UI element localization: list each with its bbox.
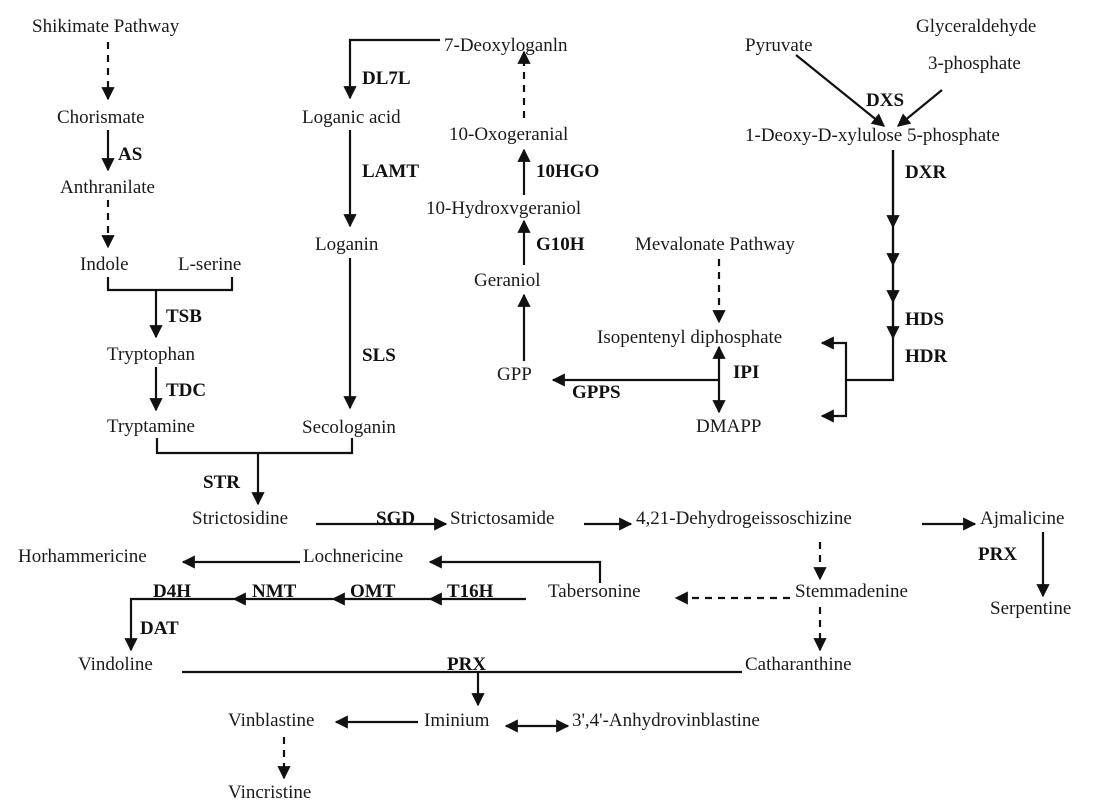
node-vincristine: Vincristine — [228, 782, 311, 803]
node-pyruvate: Pyruvate — [745, 35, 813, 56]
arrow-hdr-to-dmapp — [820, 380, 848, 423]
enzyme-sls: SLS — [362, 345, 396, 366]
node-shikimate-pathway: Shikimate Pathway — [32, 16, 180, 37]
node-loganic-acid: Loganic acid — [302, 107, 401, 128]
node-gpp: GPP — [497, 364, 532, 385]
node-tryptophan: Tryptophan — [107, 344, 195, 365]
enzyme-sgd: SGD — [376, 508, 415, 529]
node-geraniol: Geraniol — [474, 270, 540, 291]
enzyme-lamt: LAMT — [362, 161, 419, 182]
node-ajmalicine: Ajmalicine — [980, 508, 1064, 529]
node-glyceraldehyde: Glyceraldehyde — [916, 16, 1036, 37]
node-stemmadenine: Stemmadenine — [795, 581, 908, 602]
bracket-indole-l-serine — [106, 277, 234, 292]
enzyme-dxs: DXS — [866, 90, 904, 111]
enzyme-omt: OMT — [350, 581, 396, 602]
enzyme-tsb: TSB — [166, 306, 202, 327]
node-10-oxogeranial: 10-Oxogeranial — [449, 124, 568, 145]
enzyme-hds: HDS — [905, 309, 944, 330]
reaction-arrows — [101, 38, 1050, 780]
enzyme-prx-ajmalicine: PRX — [978, 544, 1017, 565]
node-iminium: Iminium — [424, 710, 490, 731]
node-l-serine: L-serine — [178, 254, 241, 275]
arrow-deoxyloganin-to-loganic-acid — [343, 38, 440, 100]
enzyme-as: AS — [118, 144, 142, 165]
node-mevalonate-pathway: Mevalonate Pathway — [635, 234, 795, 255]
node-ipp: Isopentenyl diphosphate — [597, 327, 782, 348]
enzyme-dl7l: DL7L — [362, 68, 411, 89]
node-anthranilate: Anthranilate — [60, 177, 155, 198]
node-strictosidine: Strictosidine — [192, 508, 288, 529]
enzyme-dxr: DXR — [905, 162, 946, 183]
node-strictosamide: Strictosamide — [450, 508, 554, 529]
node-dmapp: DMAPP — [696, 416, 761, 437]
node-7-deoxyloganin: 7-Deoxyloganln — [444, 35, 568, 56]
arrow-g3p-to-dxp — [896, 89, 943, 127]
node-loganin: Loganin — [315, 234, 379, 255]
enzyme-labels: AS TSB TDC DL7L LAMT SLS 10HGO G10H GPPS… — [118, 68, 1017, 675]
node-tabersonine: Tabersonine — [548, 581, 641, 602]
enzyme-hdr: HDR — [905, 346, 948, 367]
node-lochnericine: Lochnericine — [303, 546, 403, 567]
enzyme-10hgo: 10HGO — [536, 161, 599, 182]
arrow-tabersonine-to-lochnericine — [428, 555, 602, 583]
enzyme-dat: DAT — [140, 618, 179, 639]
enzyme-prx-coupling: PRX — [447, 654, 486, 675]
arrow-hdr-to-ipp — [820, 336, 848, 380]
node-vinblastine: Vinblastine — [228, 710, 314, 731]
node-indole: Indole — [80, 254, 129, 275]
node-vindoline: Vindoline — [78, 654, 153, 675]
node-chorismate: Chorismate — [57, 107, 145, 128]
enzyme-t16h: T16H — [447, 581, 494, 602]
node-secologanin: Secologanin — [302, 417, 396, 438]
arrow-pyruvate-to-dxp — [795, 54, 886, 127]
enzyme-nmt: NMT — [252, 581, 297, 602]
arrow-d4h-dat-to-vindoline — [124, 597, 234, 652]
enzyme-ipi: IPI — [733, 362, 759, 383]
bracket-tryptamine-secologanin — [155, 438, 354, 455]
enzyme-g10h: G10H — [536, 234, 585, 255]
enzyme-tdc: TDC — [166, 380, 206, 401]
node-serpentine: Serpentine — [990, 598, 1071, 619]
enzyme-str: STR — [203, 472, 240, 493]
node-10-hydroxygeraniol: 10-Hydroxvgeraniol — [426, 198, 581, 219]
enzyme-gpps: GPPS — [572, 382, 621, 403]
node-dxp: 1-Deoxy-D-xylulose 5-phosphate — [745, 125, 1000, 146]
node-labels: Shikimate Pathway Chorismate Anthranilat… — [18, 16, 1071, 803]
enzyme-d4h: D4H — [153, 581, 191, 602]
node-catharanthine: Catharanthine — [745, 654, 852, 675]
hdr-connector — [846, 338, 895, 382]
node-dehydrogeissoschizine: 4,21-Dehydrogeissoschizine — [636, 508, 852, 529]
node-horhammericine: Horhammericine — [18, 546, 147, 567]
node-anhydrovinblastine: 3',4'-Anhydrovinblastine — [572, 710, 760, 731]
node-tryptamine: Tryptamine — [107, 416, 195, 437]
node-3-phosphate: 3-phosphate — [928, 53, 1021, 74]
